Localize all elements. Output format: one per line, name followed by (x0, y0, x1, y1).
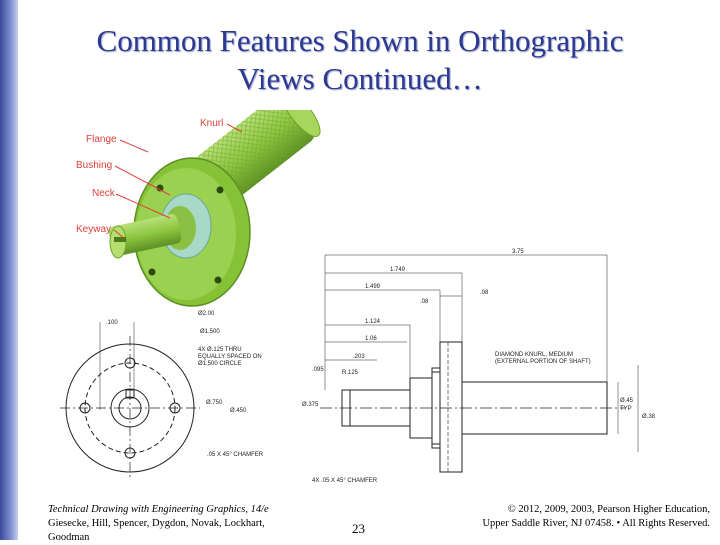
dim-203: .203 (353, 354, 365, 360)
slide-sidebar-bar (0, 0, 18, 540)
dim-r125: R.125 (342, 370, 359, 376)
technical-figure: Knurl Flange Bushing Neck Keyway .100 Ø2… (60, 110, 656, 484)
front-view-drawing (60, 322, 200, 480)
dim-1-124: 1.124 (365, 319, 381, 325)
front-view-dimensions: .100 Ø2.00 Ø1.500 4X Ø.125 THRU EQUALLY … (106, 311, 264, 458)
dim-1-749: 1.749 (390, 267, 406, 273)
callouts: Knurl Flange Bushing Neck Keyway (76, 118, 243, 239)
callout-keyway-label: Keyway (76, 224, 111, 235)
flange-hole (214, 276, 222, 284)
dim-dia-375: Ø.375 (302, 402, 319, 408)
callout-flange-leader (119, 139, 149, 153)
chamfer-note-2: 4X .05 X 45° CHAMFER (312, 478, 378, 484)
slide-title-line-2: Views Continued… (237, 61, 483, 96)
callout-bushing-label: Bushing (76, 160, 112, 171)
dim-1-06: 1.06 (365, 336, 377, 342)
dim-3-75: 3.75 (512, 249, 524, 255)
dim-dia-1-500: Ø1.500 (200, 329, 220, 335)
callout-neck-label: Neck (92, 188, 116, 199)
dim-100: .100 (106, 320, 118, 326)
footer-authors: Giesecke, Hill, Spencer, Dygdon, Novak, … (48, 518, 265, 543)
dim-dia-2-00: Ø2.00 (198, 311, 215, 317)
side-view-dimension-lines (324, 254, 639, 452)
keyway-shaft-shape (108, 214, 182, 256)
flange-hole (216, 186, 224, 194)
callout-neck-leader (115, 193, 171, 219)
dim-08a: .08 (420, 299, 429, 305)
flange-hole (148, 268, 156, 276)
knurl-note-1: DIAMOND KNURL, MEDIUM (495, 352, 573, 358)
callout-knurl-label: Knurl (200, 118, 223, 129)
holes-note-2: EQUALLY SPACED ON (198, 354, 262, 360)
callout-keyway-leader (113, 229, 125, 239)
slide-title: Common Features Shown in Orthographic Vi… (30, 22, 690, 98)
dim-typ: TYP (620, 406, 632, 412)
slide-title-line-1: Common Features Shown in Orthographic (96, 23, 624, 58)
dim-095: .095 (312, 367, 324, 373)
dim-1-499: 1.499 (365, 284, 381, 290)
dim-dia-450: Ø.450 (230, 408, 247, 414)
footer-copyright-line-1: © 2012, 2009, 2003, Pearson Higher Educa… (507, 504, 710, 515)
side-view-flange (439, 341, 463, 473)
holes-note-1: 4X Ø.125 THRU (198, 347, 242, 353)
footer-copyright: © 2012, 2009, 2003, Pearson Higher Educa… (478, 503, 710, 531)
dim-08b: .08 (480, 290, 489, 296)
footer-book-credit: Technical Drawing with Engineering Graph… (48, 503, 288, 545)
part-illustration (108, 110, 321, 307)
callout-knurl-leader (226, 123, 243, 133)
flange-hole (156, 184, 164, 192)
dim-dia-750: Ø.750 (206, 400, 223, 406)
side-view-dimensions: 3.75 1.749 1.499 .08 .08 1.124 1.06 .203… (302, 249, 656, 484)
footer-copyright-line-2: Upper Saddle River, NJ 07458. • All Righ… (482, 518, 710, 529)
dim-dia-45: Ø.45 (620, 398, 634, 404)
side-view-drawing (320, 341, 625, 473)
holes-note-3: Ø1.500 CIRCLE (198, 361, 241, 367)
callout-flange-label: Flange (86, 134, 117, 145)
page-number: 23 (352, 521, 365, 536)
knurl-note-2: (EXTERNAL PORTION OF SHAFT) (495, 359, 591, 365)
dim-dia-38: Ø.38 (642, 414, 656, 420)
callout-bushing-leader (114, 165, 171, 196)
chamfer-note-1: .05 X 45° CHAMFER (207, 452, 264, 458)
footer-book-title: Technical Drawing with Engineering Graph… (48, 504, 269, 515)
